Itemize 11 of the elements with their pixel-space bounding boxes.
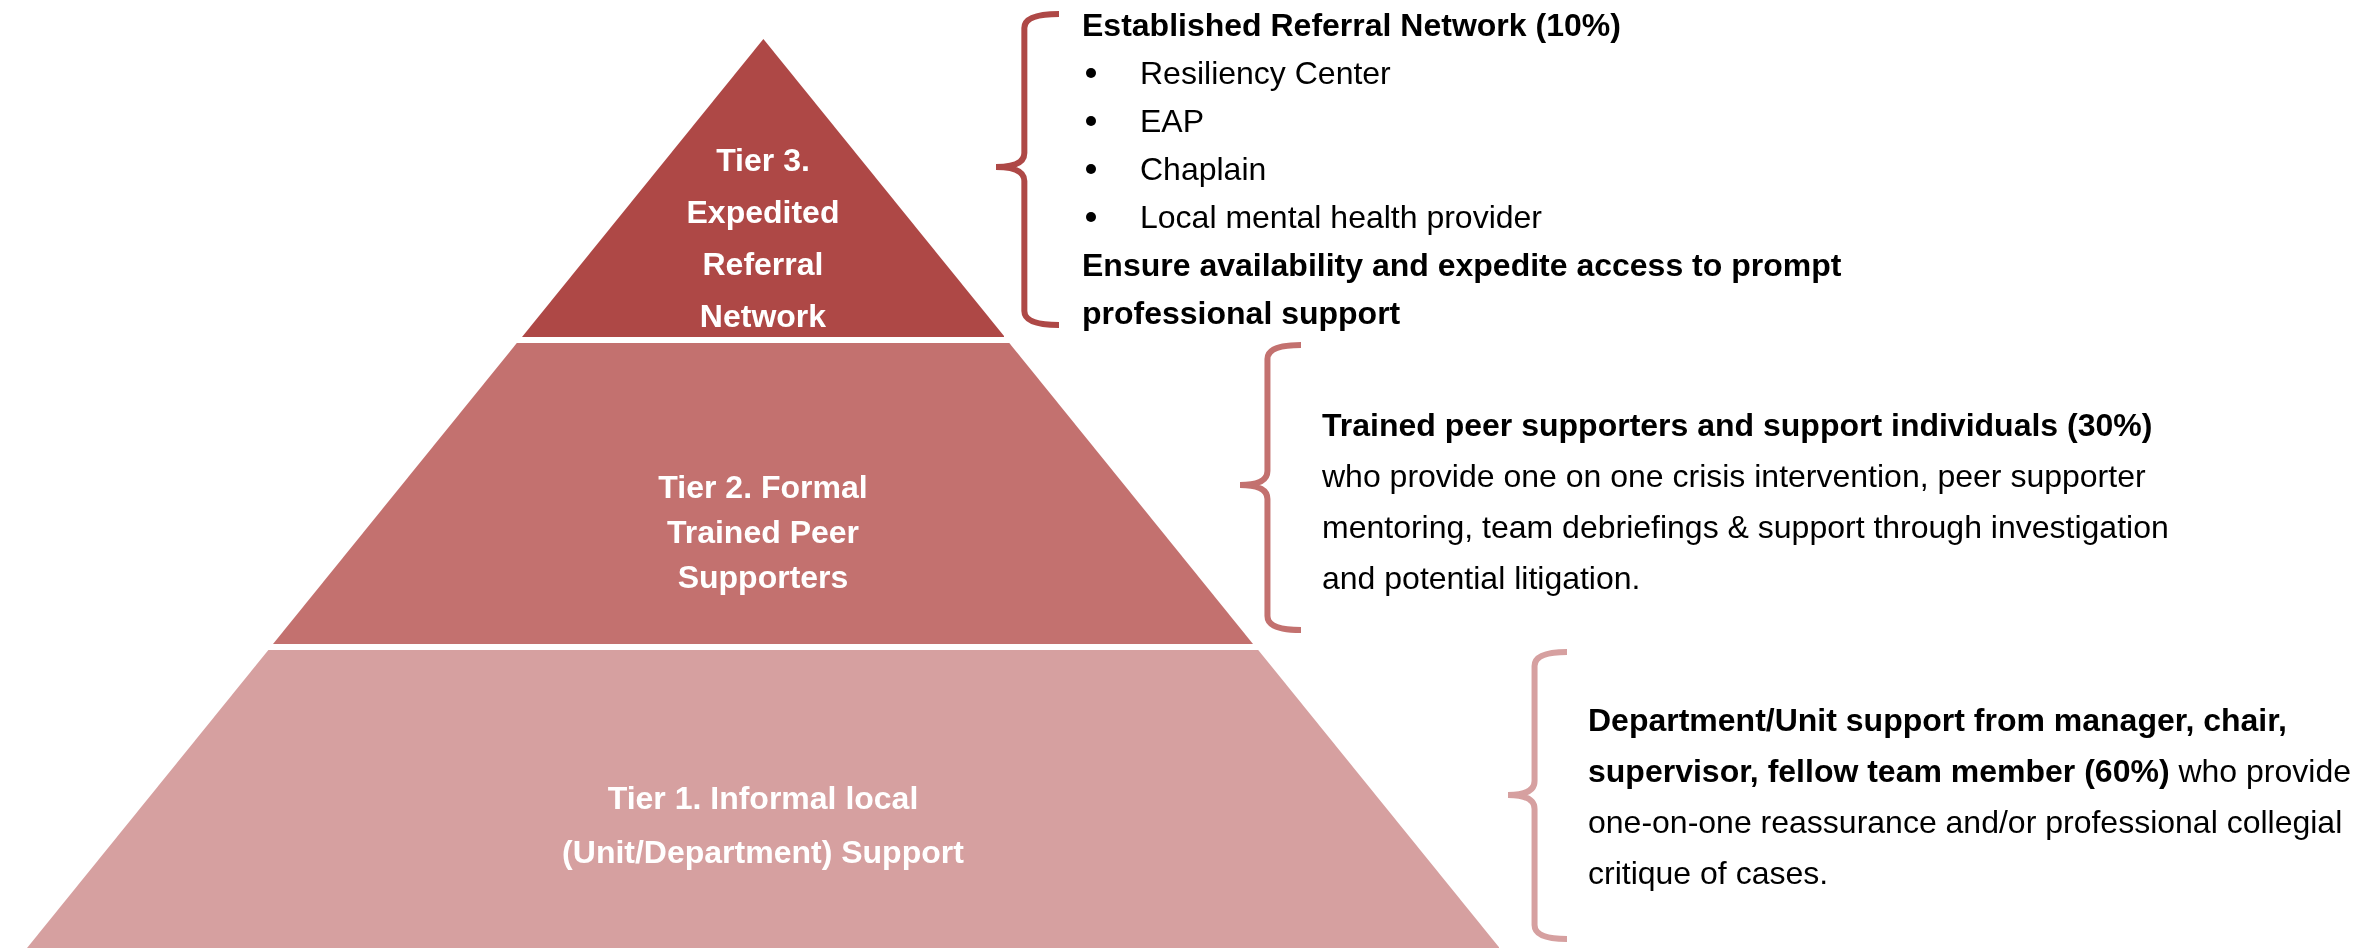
list-item: Resiliency Center: [1140, 54, 1391, 93]
description-text: Trained peer supporters and support individuals (30%) who provide one on one crisis intervention, peer supporter mentoring, team debriefings & support through investigation and potential litigation.: [1322, 406, 2170, 598]
list-item: EAP: [1140, 102, 1205, 141]
tier-label: Tier 2. Formal Trained Peer Supporters: [657, 468, 869, 597]
description-text: Department/Unit support from manager, chair, supervisor, fellow team member (60%) who provide one-on-one reassurance and/or professional collegial critique of cases.: [1588, 701, 2352, 893]
description-heading: Established Referral Network (10%): [1082, 6, 1622, 45]
list-item: Chaplain: [1140, 150, 1267, 189]
tier-label: Tier 1. Informal local (Unit/Department) Support: [561, 779, 965, 872]
tier-label: Tier 3. Expedited Referral Network: [685, 141, 841, 336]
list-item: Local mental health provider: [1140, 198, 1542, 237]
description-heading: Ensure availability and expedite access to prompt professional support: [1082, 246, 1843, 333]
